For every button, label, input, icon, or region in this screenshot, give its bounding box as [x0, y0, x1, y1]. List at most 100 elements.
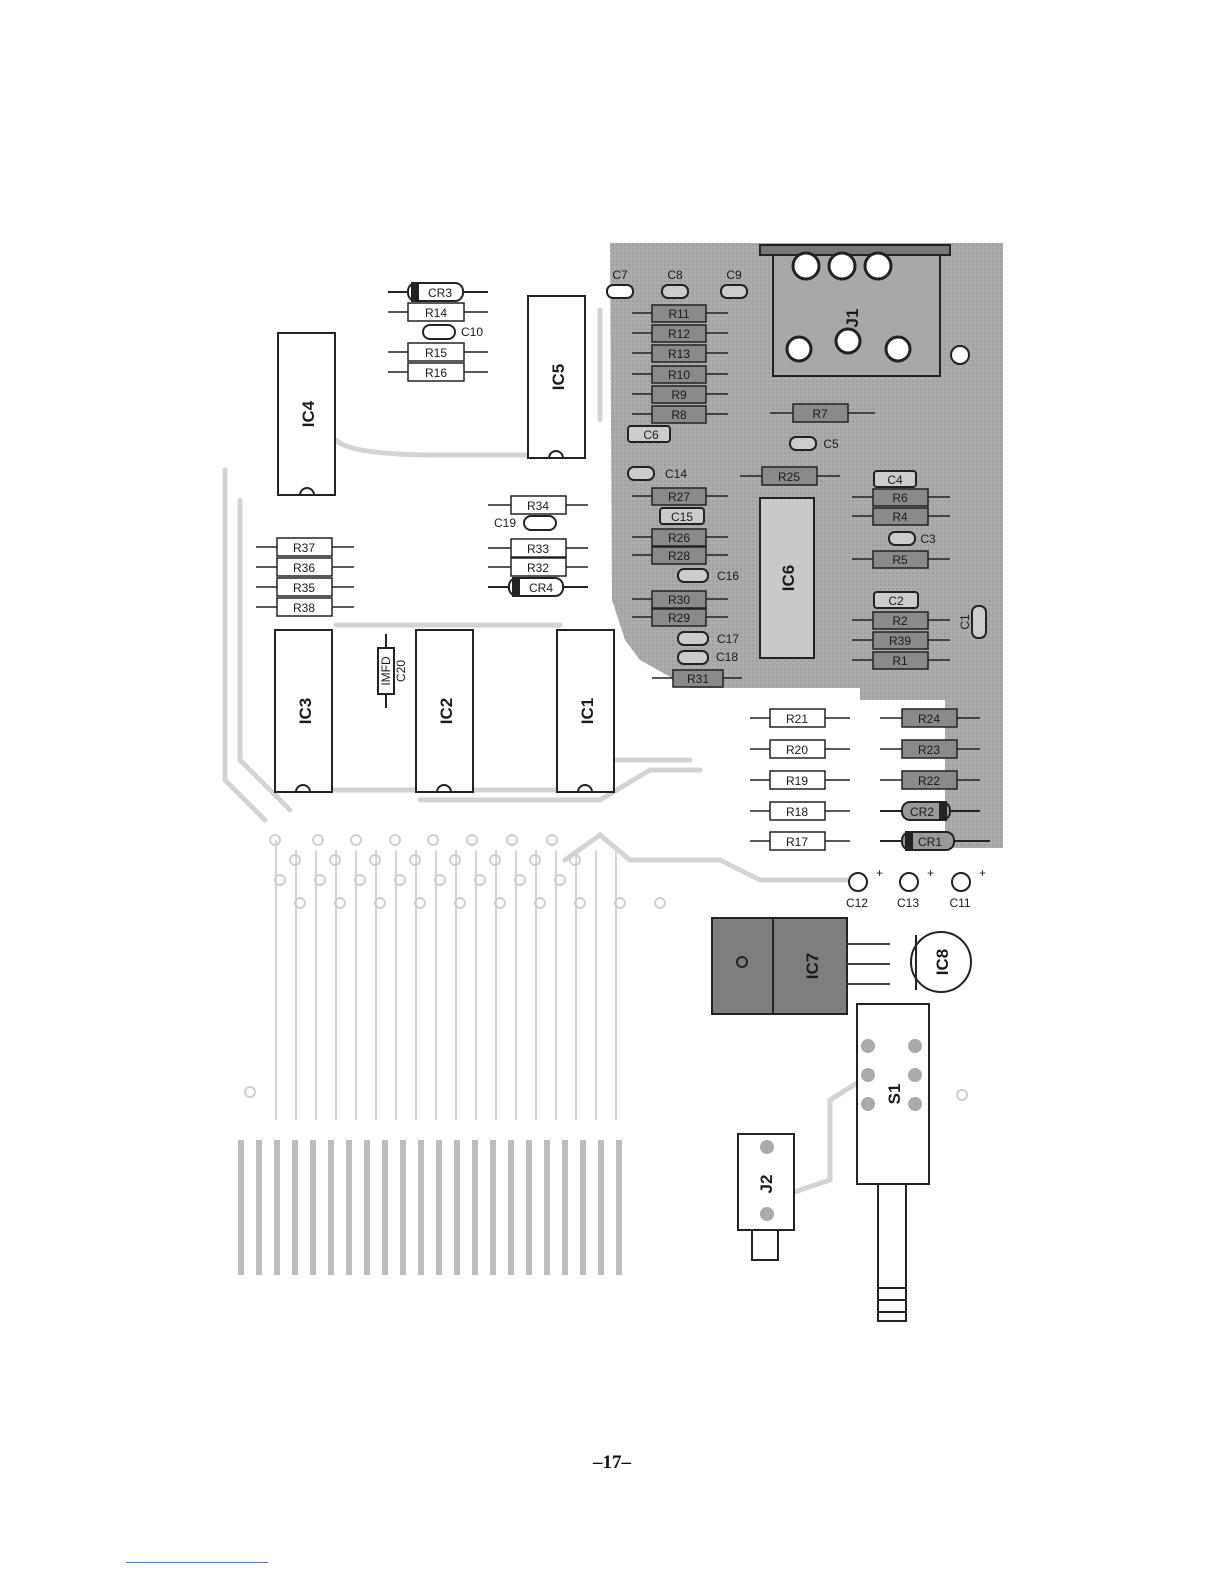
svg-text:R19: R19: [786, 774, 808, 788]
c6: C6: [628, 426, 670, 442]
svg-text:C10: C10: [461, 325, 483, 339]
svg-text:C19: C19: [494, 516, 516, 530]
svg-text:R11: R11: [668, 307, 689, 321]
svg-text:C3: C3: [920, 532, 936, 546]
svg-text:R12: R12: [668, 327, 690, 341]
c5: C5: [790, 437, 839, 451]
j2-jack: J2: [738, 1134, 794, 1260]
ic4-label: IC4: [299, 400, 318, 427]
ic6: IC6: [760, 498, 814, 658]
j1-label: J1: [843, 309, 862, 328]
svg-text:R35: R35: [293, 581, 315, 595]
c15: C15: [660, 508, 704, 524]
c10: C10: [423, 325, 483, 339]
r35: R35: [256, 578, 354, 596]
ic8-label: IC8: [933, 949, 952, 975]
svg-text:R17: R17: [786, 835, 808, 849]
svg-text:+: +: [876, 866, 883, 880]
c2: C2: [874, 592, 918, 608]
svg-text:C16: C16: [717, 569, 739, 583]
svg-text:CR2: CR2: [910, 805, 934, 819]
svg-text:C14: C14: [665, 467, 687, 481]
svg-text:R5: R5: [892, 553, 908, 567]
svg-text:R13: R13: [668, 347, 690, 361]
svg-text:R14: R14: [425, 306, 447, 320]
ic4: IC4: [278, 333, 335, 495]
r33: R33: [488, 539, 588, 557]
c11: +C11: [949, 866, 986, 910]
svg-text:C17: C17: [717, 632, 739, 646]
r20: R20: [750, 740, 850, 758]
s1-switch: S1: [857, 1004, 929, 1321]
svg-text:C9: C9: [726, 268, 742, 282]
ic7: IC7: [712, 918, 890, 1014]
svg-text:R33: R33: [527, 542, 549, 556]
r18: R18: [750, 802, 850, 820]
r17: R17: [750, 832, 850, 850]
svg-text:R27: R27: [668, 490, 690, 504]
r21: R21: [750, 709, 850, 727]
ic1: IC1: [557, 630, 614, 792]
svg-text:CR3: CR3: [428, 286, 452, 300]
c3: C3: [889, 532, 936, 546]
r36: R36: [256, 558, 354, 576]
svg-text:R23: R23: [918, 743, 940, 757]
svg-text:C6: C6: [643, 428, 659, 442]
cr3: CR3: [388, 283, 488, 301]
svg-text:CR1: CR1: [918, 835, 942, 849]
svg-text:C11: C11: [949, 896, 970, 910]
svg-text:R15: R15: [425, 346, 447, 360]
c13: +C13: [897, 866, 934, 910]
r32: R32: [488, 558, 588, 576]
ic7-label: IC7: [803, 953, 822, 979]
r15: R15: [388, 343, 488, 361]
svg-text:C15: C15: [671, 510, 693, 524]
ic3-label: IC3: [296, 698, 315, 724]
ic1-label: IC1: [578, 698, 597, 724]
r19: R19: [750, 771, 850, 789]
svg-text:R20: R20: [786, 743, 808, 757]
s1-label: S1: [885, 1084, 904, 1105]
svg-text:R16: R16: [425, 366, 447, 380]
ic3: IC3: [275, 630, 332, 792]
svg-text:R2: R2: [892, 614, 908, 628]
svg-text:C8: C8: [667, 268, 683, 282]
cr4: CR4: [488, 578, 588, 596]
svg-text:R9: R9: [671, 388, 687, 402]
ic8: IC8: [911, 932, 971, 992]
j1-connector: J1: [760, 245, 969, 376]
svg-text:R34: R34: [527, 499, 549, 513]
svg-text:R38: R38: [293, 601, 315, 615]
footer-rule: [126, 1562, 268, 1563]
c19: C19: [494, 516, 556, 530]
svg-text:+: +: [927, 866, 934, 880]
ic5: IC5: [528, 296, 585, 458]
svg-text:R8: R8: [671, 408, 687, 422]
svg-text:R10: R10: [668, 368, 690, 382]
svg-text:C18: C18: [716, 650, 738, 664]
svg-text:R21: R21: [786, 712, 808, 726]
ic2-label: IC2: [437, 698, 456, 724]
svg-text:C1: C1: [958, 614, 972, 630]
svg-text:C7: C7: [612, 268, 628, 282]
svg-text:C5: C5: [823, 437, 839, 451]
c4: C4: [874, 471, 916, 487]
page-number: –17–: [0, 1452, 1224, 1474]
svg-text:R1: R1: [892, 654, 908, 668]
svg-text:R6: R6: [892, 491, 908, 505]
svg-text:R31: R31: [687, 672, 709, 686]
r37: R37: [256, 538, 354, 556]
ic5-label: IC5: [549, 364, 568, 390]
svg-text:R32: R32: [527, 561, 549, 575]
svg-text:C20: C20: [394, 660, 408, 682]
ic2: IC2: [416, 630, 473, 792]
j2-label: J2: [757, 1175, 776, 1194]
svg-text:C2: C2: [888, 594, 904, 608]
r14: R14: [388, 303, 488, 321]
svg-text:C4: C4: [887, 473, 903, 487]
c20: IMFD C20: [378, 634, 408, 708]
r34: R34: [488, 496, 588, 514]
svg-text:R4: R4: [892, 510, 908, 524]
svg-text:R39: R39: [889, 634, 911, 648]
